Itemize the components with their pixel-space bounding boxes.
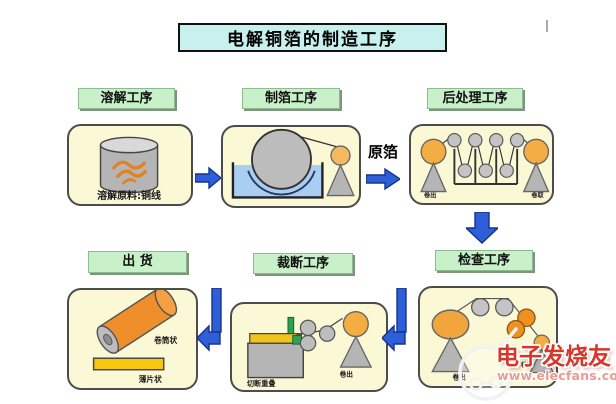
label-cutting: 裁断工序 xyxy=(253,253,353,274)
copper-wire-drum-icon xyxy=(99,136,159,194)
unwind-roller-icon xyxy=(420,138,447,193)
label-post-treatment: 后处理工序 xyxy=(427,88,523,109)
panel-foil-making xyxy=(221,125,361,208)
watermark-url: www.elecfans.com xyxy=(497,368,616,383)
guide-rollers-icon xyxy=(471,297,514,317)
panel-cutting: 卷出 切断重叠 xyxy=(230,302,388,392)
label-dissolution: 溶解工序 xyxy=(78,88,175,109)
panel-inspection: 卷出 卷取 xyxy=(418,286,558,388)
foil-roll-icon xyxy=(96,290,178,354)
sheet-stack-icon xyxy=(247,333,304,379)
inspection-right-caption: 卷取 xyxy=(520,361,534,369)
dissolution-caption: 溶解原料:铜线 xyxy=(97,189,161,202)
label-foil-making: 制箔工序 xyxy=(242,88,340,109)
arrow-foil-to-post xyxy=(366,167,400,191)
feed-rollers-icon xyxy=(299,319,336,352)
inspection-rewind-roller-icon xyxy=(529,334,555,374)
arrow-inspection-to-cutting xyxy=(382,288,407,352)
foil-sheet-icon xyxy=(92,357,165,371)
post-left-caption: 卷出 xyxy=(423,191,436,199)
post-treatment-illustration: 卷出 卷取 xyxy=(420,132,550,199)
label-shipping: 出 货 xyxy=(88,251,187,273)
page-title: 电解铜箔的制造工序 xyxy=(178,23,447,52)
cutting-left-caption: 切断重叠 xyxy=(247,379,276,388)
panel-shipping: 卷筒状 薄片状 xyxy=(67,288,198,390)
stray-mark xyxy=(546,20,548,32)
inspection-unwind-roller-icon xyxy=(431,309,470,373)
rewind-roller-icon xyxy=(522,138,550,193)
label-inspection: 检查工序 xyxy=(435,250,533,271)
watermark-brand: 电子发烧友 xyxy=(496,344,611,370)
electrolyte-bath-icon xyxy=(231,128,324,199)
post-right-caption: 卷取 xyxy=(530,191,544,199)
dissolution-illustration: 溶解原料:铜线 xyxy=(97,136,161,202)
shipping-roll-caption: 卷筒状 xyxy=(153,335,177,345)
cutting-illustration: 卷出 切断重叠 xyxy=(247,310,373,388)
arrow-cutting-to-shipping xyxy=(197,288,222,352)
treatment-tanks-icon xyxy=(441,132,528,185)
panel-post-treatment: 卷出 卷取 xyxy=(409,124,554,205)
winder-roller-icon xyxy=(299,135,355,197)
shipping-illustration: 卷筒状 薄片状 xyxy=(92,290,178,384)
arrow-dissolution-to-foil xyxy=(195,166,221,190)
arrow-post-to-inspection xyxy=(466,212,498,244)
cutting-right-caption: 卷出 xyxy=(340,370,354,379)
raw-foil-label: 原箔 xyxy=(367,143,398,161)
cutting-unwind-roller-icon xyxy=(339,310,373,368)
foil-making-illustration xyxy=(231,128,355,199)
panel-dissolution: 溶解原料:铜线 xyxy=(67,124,193,206)
watermark-logo-icon xyxy=(458,327,518,401)
shipping-sheet-caption: 薄片状 xyxy=(139,374,162,384)
plating-drum-icon xyxy=(251,128,312,190)
